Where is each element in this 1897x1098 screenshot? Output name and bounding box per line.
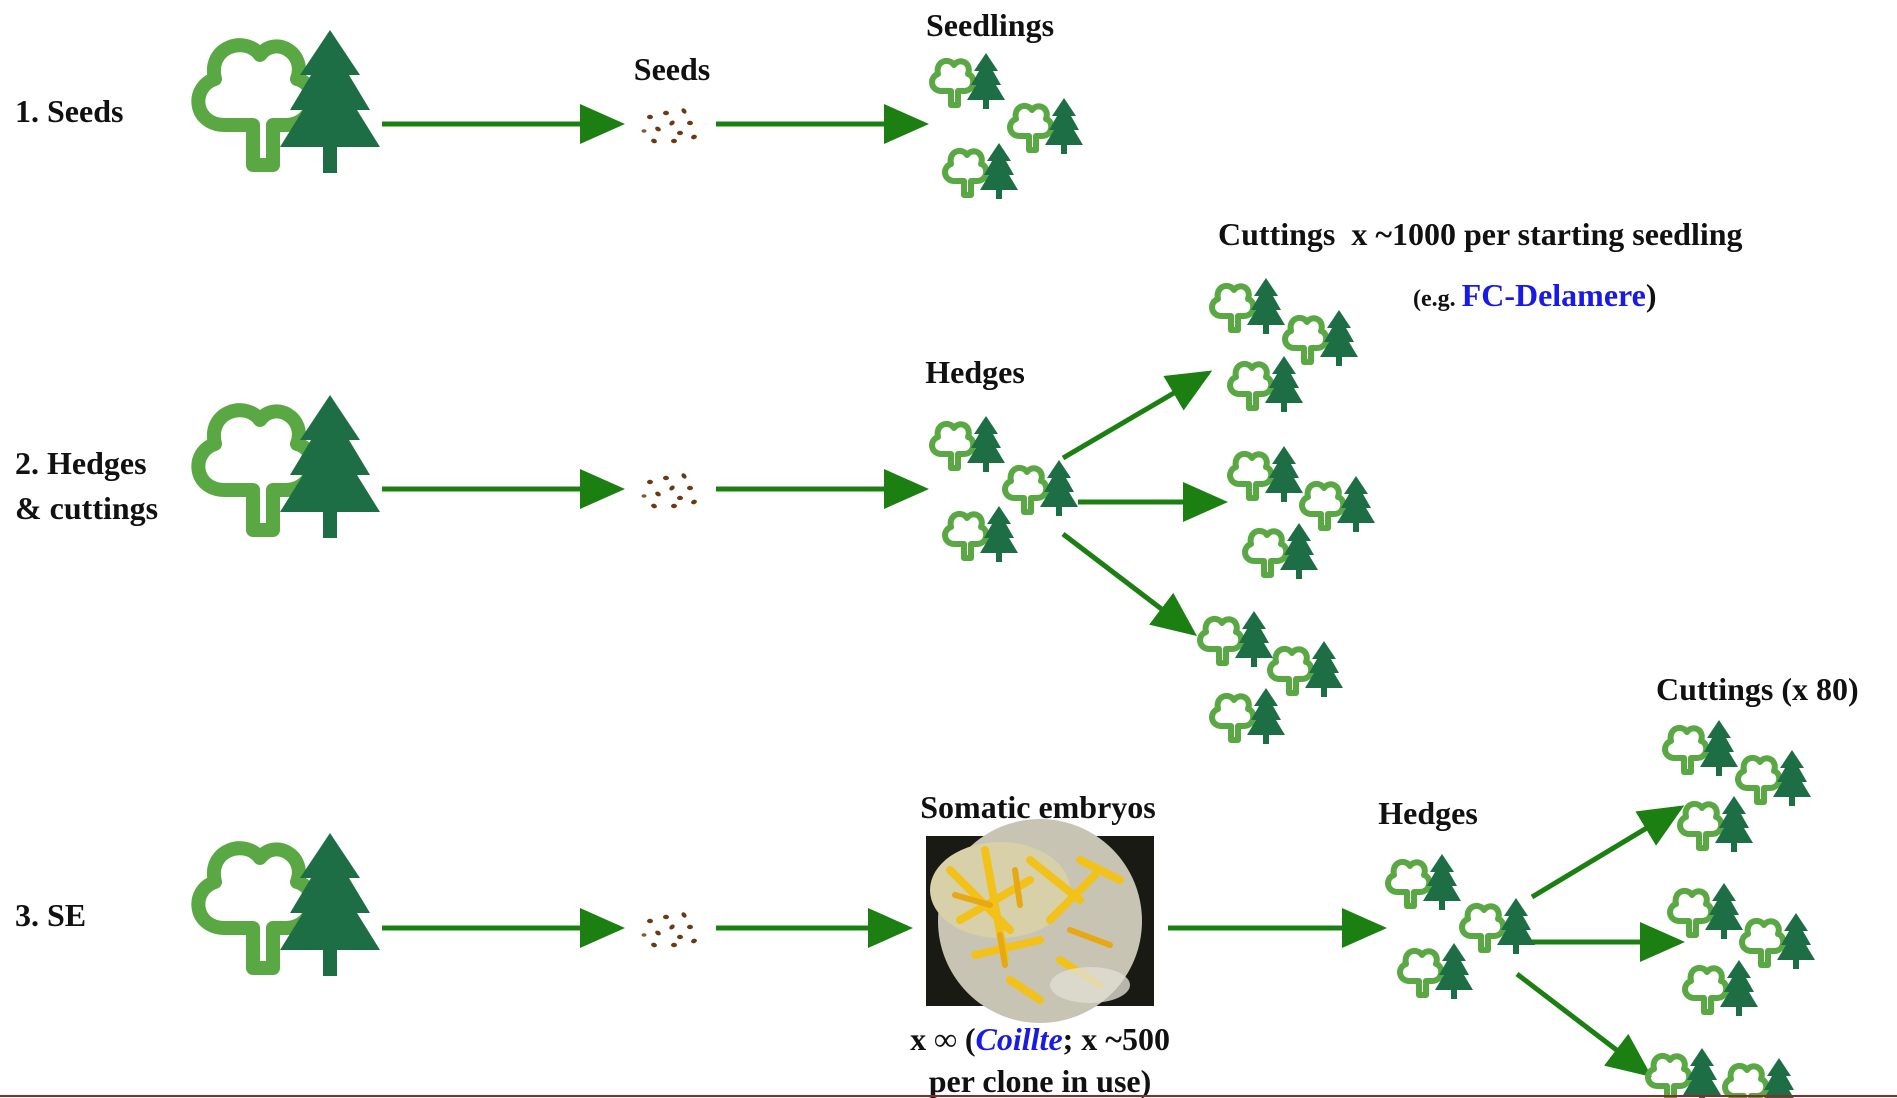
cutting-tree-icon-1 xyxy=(1212,278,1285,334)
cutting-tree-icon-2 xyxy=(1285,310,1358,366)
arrow-row2-to-cuttings-top xyxy=(1061,370,1213,461)
hedge3-tree-icon-1 xyxy=(1388,854,1461,910)
seeds-icon-row3 xyxy=(641,911,698,949)
coillte-link[interactable]: Coillte xyxy=(976,1021,1063,1057)
cutting3-tree-icon-4 xyxy=(1670,883,1743,939)
seeds-icon-row1 xyxy=(641,107,698,145)
cutting-tree-icon-6 xyxy=(1245,523,1318,579)
hedges-label-row3: Hedges xyxy=(1378,795,1478,831)
somatic-embryos-label: Somatic embryos xyxy=(920,789,1156,825)
parent-tree-icon-row1 xyxy=(198,30,380,173)
cutting3-tree-icon-8 xyxy=(1725,1058,1798,1098)
eg-prefix: (e.g. xyxy=(1413,286,1462,312)
seedling-tree-icon-3 xyxy=(945,143,1018,199)
seedling-tree-icon-1 xyxy=(932,53,1005,109)
arrow-row2-to-cuttings-bottom xyxy=(1061,532,1197,637)
parent-tree-icon-row2 xyxy=(198,395,380,538)
cutting-tree-icon-5 xyxy=(1302,476,1375,532)
row-3-label: 3. SE xyxy=(15,897,86,933)
cutting3-tree-icon-6 xyxy=(1685,960,1758,1016)
se-multiplier-line-2: per clone in use) xyxy=(929,1063,1152,1098)
se-multiplier-suffix: ; x ~500 xyxy=(1063,1021,1170,1057)
hedge-tree-icon-1 xyxy=(932,416,1005,472)
seeds-label: Seeds xyxy=(634,51,710,87)
eg-suffix: ) xyxy=(1646,277,1657,313)
row-2-label-line-1: 2. Hedges xyxy=(15,445,147,481)
arrow-row3-to-cuttings-bottom xyxy=(1515,972,1652,1078)
eg-note: (e.g. FC-Delamere) xyxy=(1413,277,1657,313)
cutting-tree-icon-7 xyxy=(1200,611,1273,667)
cutting3-tree-icon-7 xyxy=(1648,1048,1721,1098)
cutting-tree-icon-4 xyxy=(1230,446,1303,502)
cutting3-tree-icon-5 xyxy=(1742,913,1815,969)
fc-delamere-link[interactable]: FC-Delamere xyxy=(1462,277,1646,313)
cutting-tree-icon-8 xyxy=(1270,641,1343,697)
cutting3-tree-icon-2 xyxy=(1738,750,1811,806)
hedge-tree-icon-3 xyxy=(945,506,1018,562)
cuttings-label-row3: Cuttings (x 80) xyxy=(1656,671,1859,707)
parent-tree-icon-row3 xyxy=(198,833,380,976)
arrow-row3-to-cuttings-top xyxy=(1530,805,1685,900)
se-multiplier-line-1: x ∞ (Coillte; x ~500 xyxy=(910,1021,1170,1057)
seedlings-label: Seedlings xyxy=(926,7,1054,43)
hedge3-tree-icon-2 xyxy=(1462,898,1535,954)
se-multiplier-prefix: x ∞ ( xyxy=(910,1021,975,1057)
hedges-label-row2: Hedges xyxy=(925,354,1025,390)
somatic-embryos-photo xyxy=(926,819,1154,1023)
hedge3-tree-icon-3 xyxy=(1400,943,1473,999)
hedge-tree-icon-2 xyxy=(1005,460,1078,516)
cutting-tree-icon-3 xyxy=(1230,356,1303,412)
row-1-label: 1. Seeds xyxy=(15,93,123,129)
row-2-label-line-2: & cuttings xyxy=(15,490,158,526)
cutting3-tree-icon-1 xyxy=(1665,720,1738,776)
seeds-icon-row2 xyxy=(641,472,698,510)
cutting3-tree-icon-3 xyxy=(1680,796,1753,852)
seedling-tree-icon-2 xyxy=(1010,98,1083,154)
cuttings-label-row2: Cuttings x ~1000 per starting seedling xyxy=(1218,216,1743,252)
cutting-tree-icon-9 xyxy=(1212,688,1285,744)
